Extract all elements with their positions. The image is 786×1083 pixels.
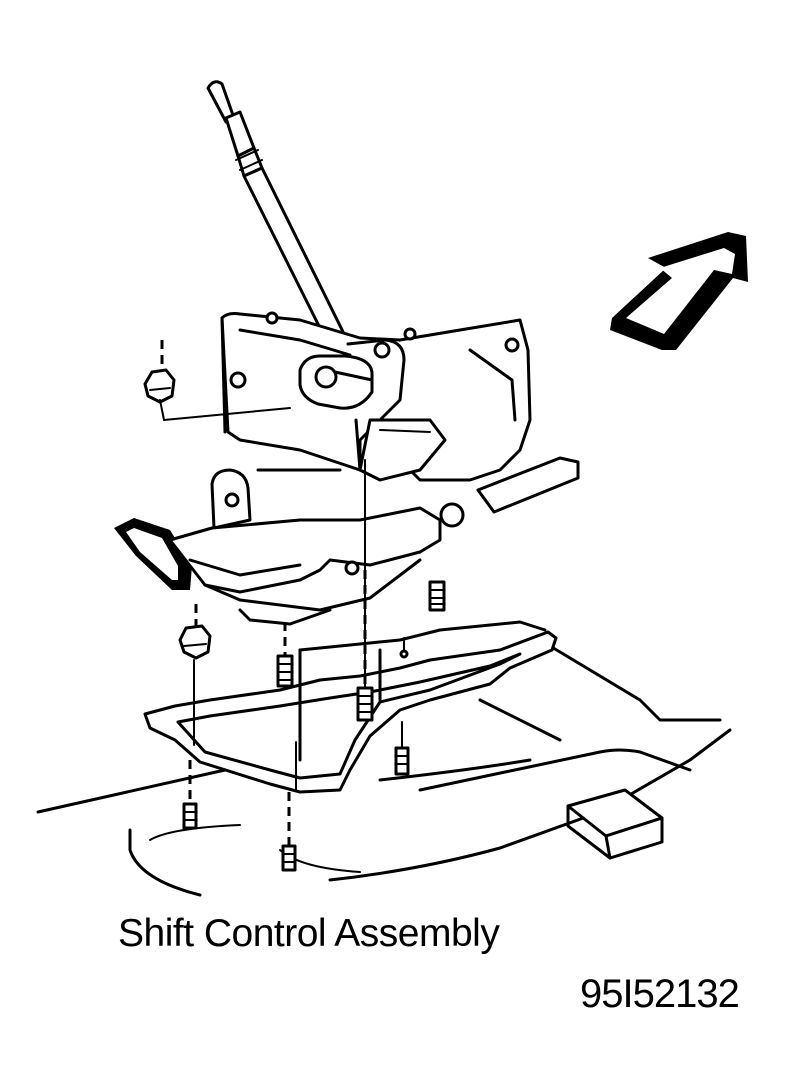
figure-number: 95I52132 <box>580 972 740 1016</box>
shifter-bracket <box>210 311 580 530</box>
threaded-stud-icon <box>276 622 294 688</box>
shift-control-illustration <box>36 80 748 897</box>
threaded-stud-icon <box>428 580 446 612</box>
threaded-stud-icon <box>356 459 374 722</box>
shifter-left-tab <box>114 518 192 590</box>
threaded-stud-icon <box>182 760 198 830</box>
hex-nut-icon <box>178 604 212 746</box>
threaded-stud-icon <box>399 637 409 659</box>
forward-arrow-icon <box>610 232 748 350</box>
floor-block <box>566 788 664 860</box>
shift-lever <box>206 80 354 362</box>
threaded-stud-icon <box>394 721 410 776</box>
floor-pan <box>36 638 732 897</box>
base-rail <box>168 506 442 626</box>
mounting-frame <box>143 620 558 794</box>
figure-caption: Shift Control Assembly <box>118 912 500 955</box>
hex-nut-icon <box>143 340 291 421</box>
threaded-stud-icon <box>281 741 297 872</box>
